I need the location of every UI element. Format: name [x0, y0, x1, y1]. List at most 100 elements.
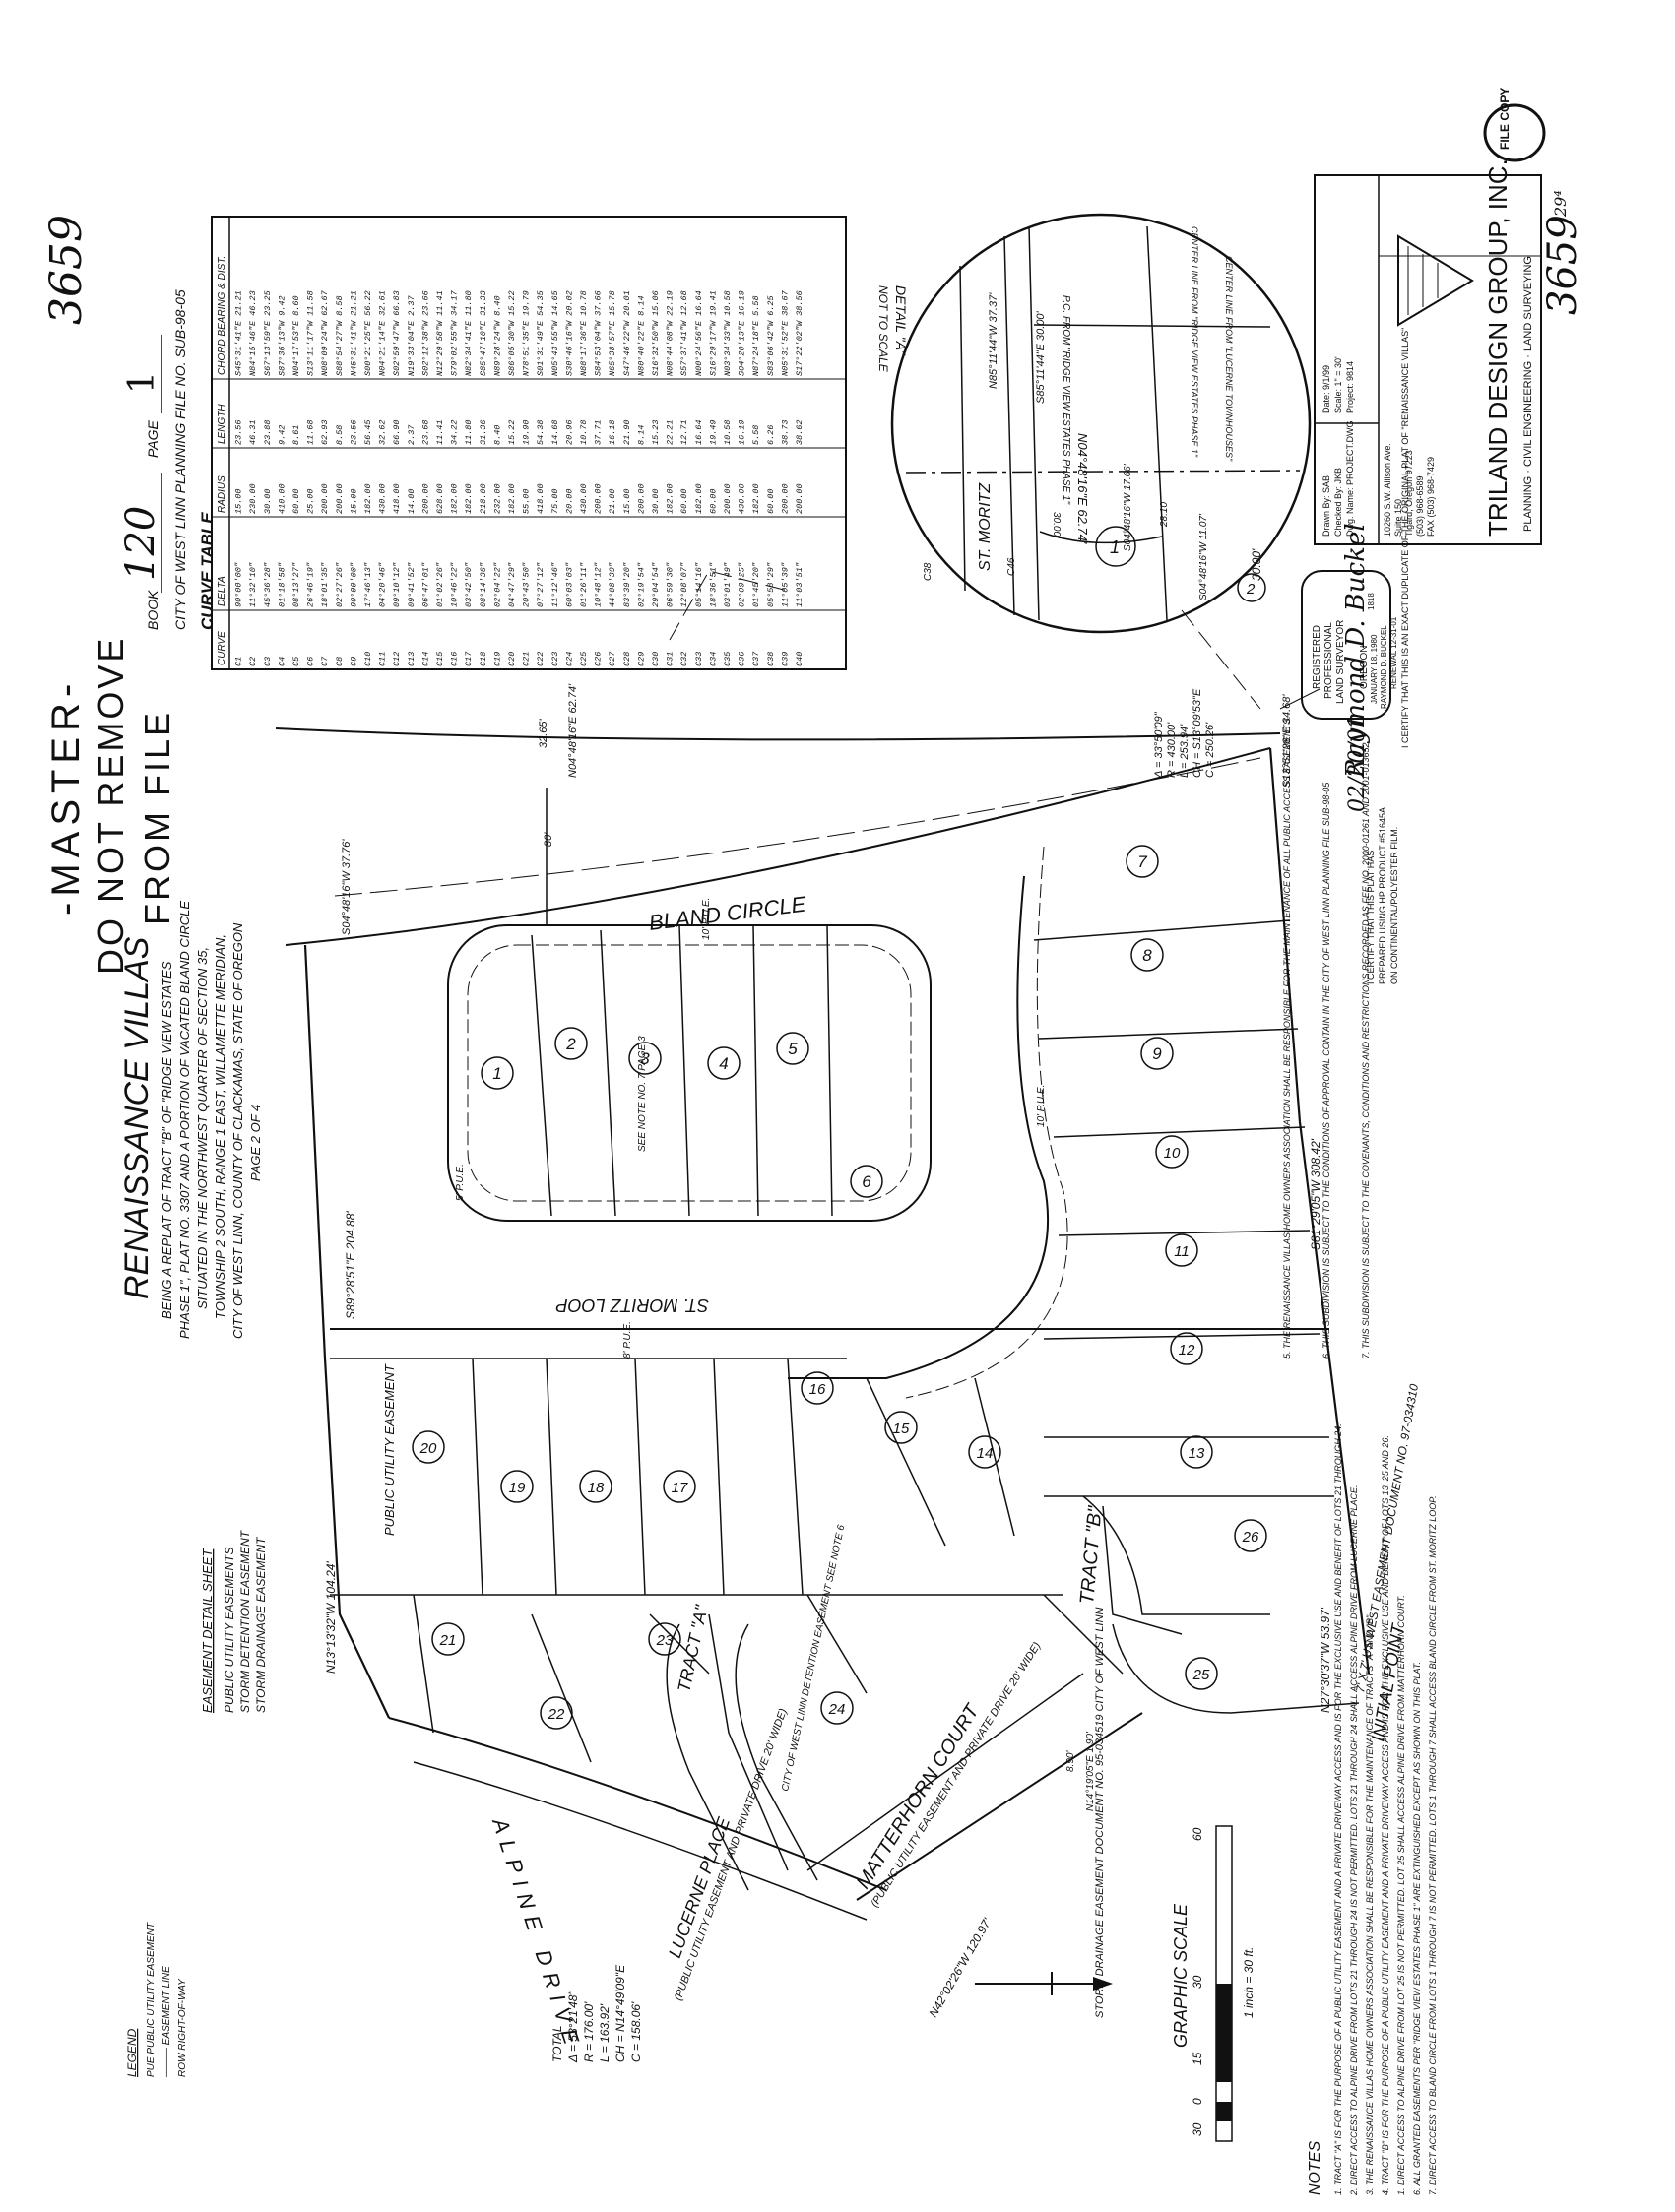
- detail-c46: C46: [1006, 557, 1017, 576]
- curve-table-cell: 45°36'28": [263, 562, 273, 607]
- page-label: PAGE: [145, 419, 161, 458]
- legend: LEGEND PUE PUBLIC UTILITY EASEMENT ——— E…: [125, 1922, 188, 2078]
- curve-table-cell: 15.00: [349, 488, 358, 514]
- lot-circle: [481, 1056, 514, 1090]
- lot-circle: [1170, 1332, 1203, 1365]
- curve-table-cell: 38.62: [795, 419, 805, 445]
- lot-number: 4: [719, 1054, 728, 1073]
- curve-table-cell: 62.93: [320, 419, 330, 445]
- curve-table-title: CURVE TABLE: [198, 512, 217, 630]
- curve-table-cell: C32: [679, 652, 689, 666]
- note-item: 3. THE RENAISSANCE VILLAS HOME OWNERS AS…: [1365, 1612, 1375, 2195]
- curve-table-cell: S00°21'25"E 56.22: [363, 290, 373, 376]
- curve-table-cell: C26: [594, 652, 604, 666]
- firm-fax: FAX (503) 968-7429: [1426, 457, 1436, 537]
- curve-table-cell: 200.00: [335, 483, 345, 514]
- stamp-state: OREGON: [1359, 646, 1370, 689]
- curve-table-cell: 15.00: [622, 488, 632, 514]
- curve-table-cell: C27: [608, 651, 617, 666]
- curve-table-cell: 182.00: [694, 483, 704, 514]
- lot-circle: [707, 1046, 741, 1080]
- curve-table-cell: S83°06'42"W 6.25: [766, 295, 776, 376]
- curve-table-cell: N04°21'14"E 32.61: [378, 290, 388, 376]
- easement-detail-title: EASEMENT DETAIL SHEET: [200, 1548, 215, 1713]
- lot-marker-5: 5: [776, 1032, 809, 1065]
- detail-dist-2: 28.10: [1159, 502, 1170, 528]
- notes-items: 1. TRACT "A" IS FOR THE PURPOSE OF A PUB…: [1333, 1423, 1438, 2196]
- svg-text:L = 253.94': L = 253.94': [1179, 724, 1191, 778]
- lot-marker-24: 24: [820, 1691, 854, 1725]
- lot-number: 15: [893, 1421, 910, 1437]
- curve-table-cell: 410.00: [277, 483, 287, 514]
- svg-text:S81°29'05"W 308.42': S81°29'05"W 308.42': [1309, 1138, 1322, 1250]
- firm-dwg-name: Dwg. Name: PROJECT.DWG: [1345, 420, 1355, 537]
- curve-table-cell: C30: [651, 652, 661, 666]
- firm-phone: (503) 968-6589: [1415, 475, 1425, 537]
- curve-table-cell: 60.00: [679, 488, 689, 514]
- curve-table-cell: 06°59'30": [666, 562, 676, 607]
- firm-checked-by: Checked By: JKB: [1333, 468, 1343, 537]
- curve-table-cell: N05°43'55"W 14.65: [550, 290, 560, 376]
- notes: NOTES 1. TRACT "A" IS FOR THE PURPOSE OF…: [1307, 1423, 1438, 2196]
- svg-text:N27°30'37"W 53.97': N27°30'37"W 53.97': [1319, 1607, 1332, 1713]
- stamp-registered: REGISTERED: [1312, 625, 1322, 689]
- lot-marker-16: 16: [801, 1371, 834, 1405]
- stamp-land-surveyor: LAND SURVEYOR: [1335, 620, 1346, 704]
- curve-table-cell: S04°20'13"E 16.19: [738, 290, 747, 376]
- lot-number: 1: [492, 1064, 501, 1083]
- lot-marker-14: 14: [968, 1435, 1001, 1469]
- general-note-6: 6. THIS SUBDIVISION IS SUBJECT TO THE CO…: [1321, 782, 1331, 1359]
- lot-number: 19: [509, 1480, 526, 1496]
- firm-name: TRILAND DESIGN GROUP, INC.: [1483, 158, 1513, 537]
- curve-table-cell: 44°08'39": [608, 562, 617, 607]
- curve-table-cell: 10°48'12": [594, 562, 604, 607]
- curve-table-cell: N00°24'56"E 16.64: [694, 290, 704, 376]
- title-line-4: TOWNSHIP 2 SOUTH, RANGE 1 EAST, WILLAMET…: [213, 934, 227, 1319]
- easement-label: 5' P.U.E.: [455, 1164, 466, 1201]
- lot-marker-3: 3: [628, 1042, 662, 1075]
- curve-table-cell: 38.73: [780, 419, 790, 445]
- curve-table-cell: 11.68: [306, 419, 316, 445]
- lot-circle: [968, 1435, 1001, 1469]
- scale-tick-15: 15: [1191, 2052, 1204, 2065]
- easement-detail-item-3: STORM DRAINAGE EASEMENT: [254, 1536, 268, 1713]
- curve-table-cell: 16.64: [694, 419, 704, 445]
- lot-marker-20: 20: [412, 1430, 445, 1464]
- lot-number: 8: [1142, 946, 1152, 965]
- svg-text:CH = N14°49'09"E: CH = N14°49'09"E: [613, 1964, 627, 2062]
- curve-table-cell: S13°11'17"W 11.58: [306, 290, 316, 376]
- curve-table-cell: 03°01'49": [723, 562, 733, 607]
- svg-text:S04°48'16"W 37.76': S04°48'16"W 37.76': [341, 839, 353, 935]
- curve-table-cell: 16.19: [738, 419, 747, 445]
- curve-table-cell: C8: [335, 657, 345, 666]
- easement-label: 10' P.U.E.: [701, 898, 712, 940]
- curve-table-cell: 9.42: [277, 425, 287, 445]
- lot-number: 3: [640, 1049, 650, 1068]
- lot-number: 16: [809, 1381, 826, 1398]
- firm-project: Project: 9814: [1345, 361, 1355, 413]
- svg-text:N14°19'05"E 1.90': N14°19'05"E 1.90': [1085, 1731, 1096, 1811]
- title-block: RENAISSANCE VILLAS BEING A REPLAT OF TRA…: [118, 901, 263, 1339]
- curve-table-cell: 56.45: [363, 419, 373, 445]
- storm-drain-note: STORM DRAINAGE EASEMENT DOCUMENT NO. 95-…: [1094, 1607, 1106, 2018]
- curve-table-cell: 01°26'11": [579, 562, 589, 607]
- lot-circle: [776, 1032, 809, 1065]
- curve-table-cell: S02°59'47"W 66.83: [392, 290, 402, 376]
- svg-text:SEE NOTE NO. 7 PAGE 3: SEE NOTE NO. 7 PAGE 3: [637, 1036, 648, 1152]
- curve-table-cell: N05°31'52"E 38.67: [780, 289, 790, 376]
- sheet-number-right: 3659 29⁴: [1540, 190, 1585, 315]
- curve-table-cell: 01°02'26": [435, 562, 445, 607]
- lot-number: 11: [1174, 1243, 1190, 1260]
- curve-table-cell: 230.00: [248, 483, 258, 514]
- notes-title: NOTES: [1307, 2141, 1323, 2195]
- lot-marker-10: 10: [1155, 1135, 1189, 1169]
- curve-table-cell: C2: [248, 657, 258, 666]
- curve-table-cell: 200.00: [594, 483, 604, 514]
- curve-table-cell: 8.58: [335, 425, 345, 445]
- lot-marker-12: 12: [1170, 1332, 1203, 1365]
- file-copy-badge: FILE COPY: [1483, 88, 1546, 162]
- firm-address-2: Suite 150: [1393, 499, 1403, 537]
- curve-table-cell: C33: [694, 652, 704, 666]
